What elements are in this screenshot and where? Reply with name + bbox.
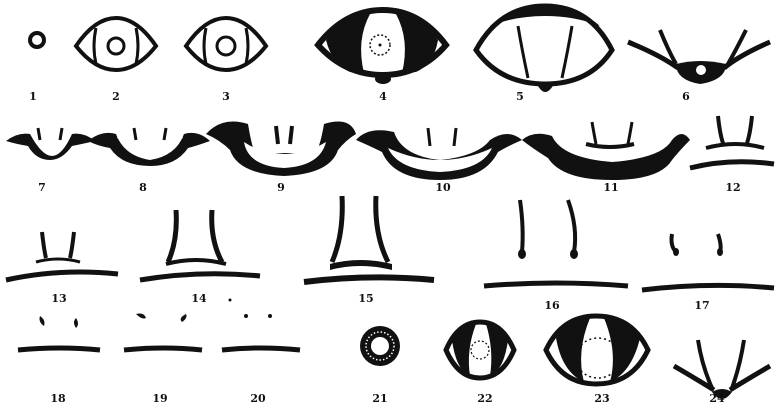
fig-7-label: 7 bbox=[38, 181, 46, 194]
fig-6-drawing bbox=[628, 30, 770, 84]
fig-18-label: 18 bbox=[50, 392, 66, 405]
fig-22-label: 22 bbox=[477, 392, 492, 405]
fig-14-label: 14 bbox=[191, 292, 207, 305]
fig-11-drawing bbox=[522, 122, 690, 180]
fig-9-drawing bbox=[206, 122, 356, 176]
fig-14-drawing bbox=[140, 210, 260, 280]
fig-8-drawing bbox=[88, 128, 210, 166]
fig-6-label: 6 bbox=[682, 90, 690, 103]
fig-12-label: 12 bbox=[725, 181, 740, 194]
fig-20-label: 20 bbox=[250, 392, 266, 405]
fig-11-label: 11 bbox=[603, 181, 618, 194]
fig-16-label: 16 bbox=[544, 299, 560, 312]
fig-13-label: 13 bbox=[51, 292, 66, 305]
fig-4-label: 4 bbox=[379, 90, 387, 103]
fig-7-drawing bbox=[6, 128, 95, 160]
fig-3-drawing bbox=[186, 18, 266, 70]
fig-24-drawing bbox=[674, 340, 770, 399]
fig-22-drawing bbox=[446, 322, 514, 378]
fig-21-label: 21 bbox=[372, 392, 387, 405]
fig-15-label: 15 bbox=[358, 292, 373, 305]
fig-5-drawing bbox=[476, 6, 612, 92]
fig-5-label: 5 bbox=[516, 90, 524, 103]
fig-2-label: 2 bbox=[112, 90, 120, 103]
fig-23-drawing bbox=[546, 316, 648, 384]
fig-16-drawing bbox=[484, 200, 628, 286]
fig-4-drawing bbox=[318, 10, 446, 84]
fig-13-drawing bbox=[6, 232, 118, 280]
fig-9-label: 9 bbox=[277, 181, 285, 194]
fig-17-label: 17 bbox=[694, 299, 709, 312]
fig-3-label: 3 bbox=[222, 90, 230, 103]
fig-2-drawing bbox=[76, 18, 156, 70]
fig-18-drawing bbox=[18, 316, 100, 350]
fig-1-drawing bbox=[30, 33, 44, 47]
fig-10-drawing bbox=[356, 128, 522, 180]
fig-8-label: 8 bbox=[139, 181, 147, 194]
fig-12-drawing bbox=[690, 116, 774, 168]
fig-19-label: 19 bbox=[152, 392, 167, 405]
fig-10-label: 10 bbox=[435, 181, 451, 194]
fig-15-drawing bbox=[304, 196, 434, 282]
fig-24-label: 24 bbox=[709, 392, 725, 405]
fig-17-drawing bbox=[642, 234, 774, 290]
fig-19-drawing bbox=[124, 314, 202, 351]
fig-20-drawing bbox=[222, 299, 300, 351]
fig-1-label: 1 bbox=[29, 90, 37, 103]
fig-21-drawing bbox=[360, 326, 400, 366]
fig-23-label: 23 bbox=[594, 392, 609, 405]
